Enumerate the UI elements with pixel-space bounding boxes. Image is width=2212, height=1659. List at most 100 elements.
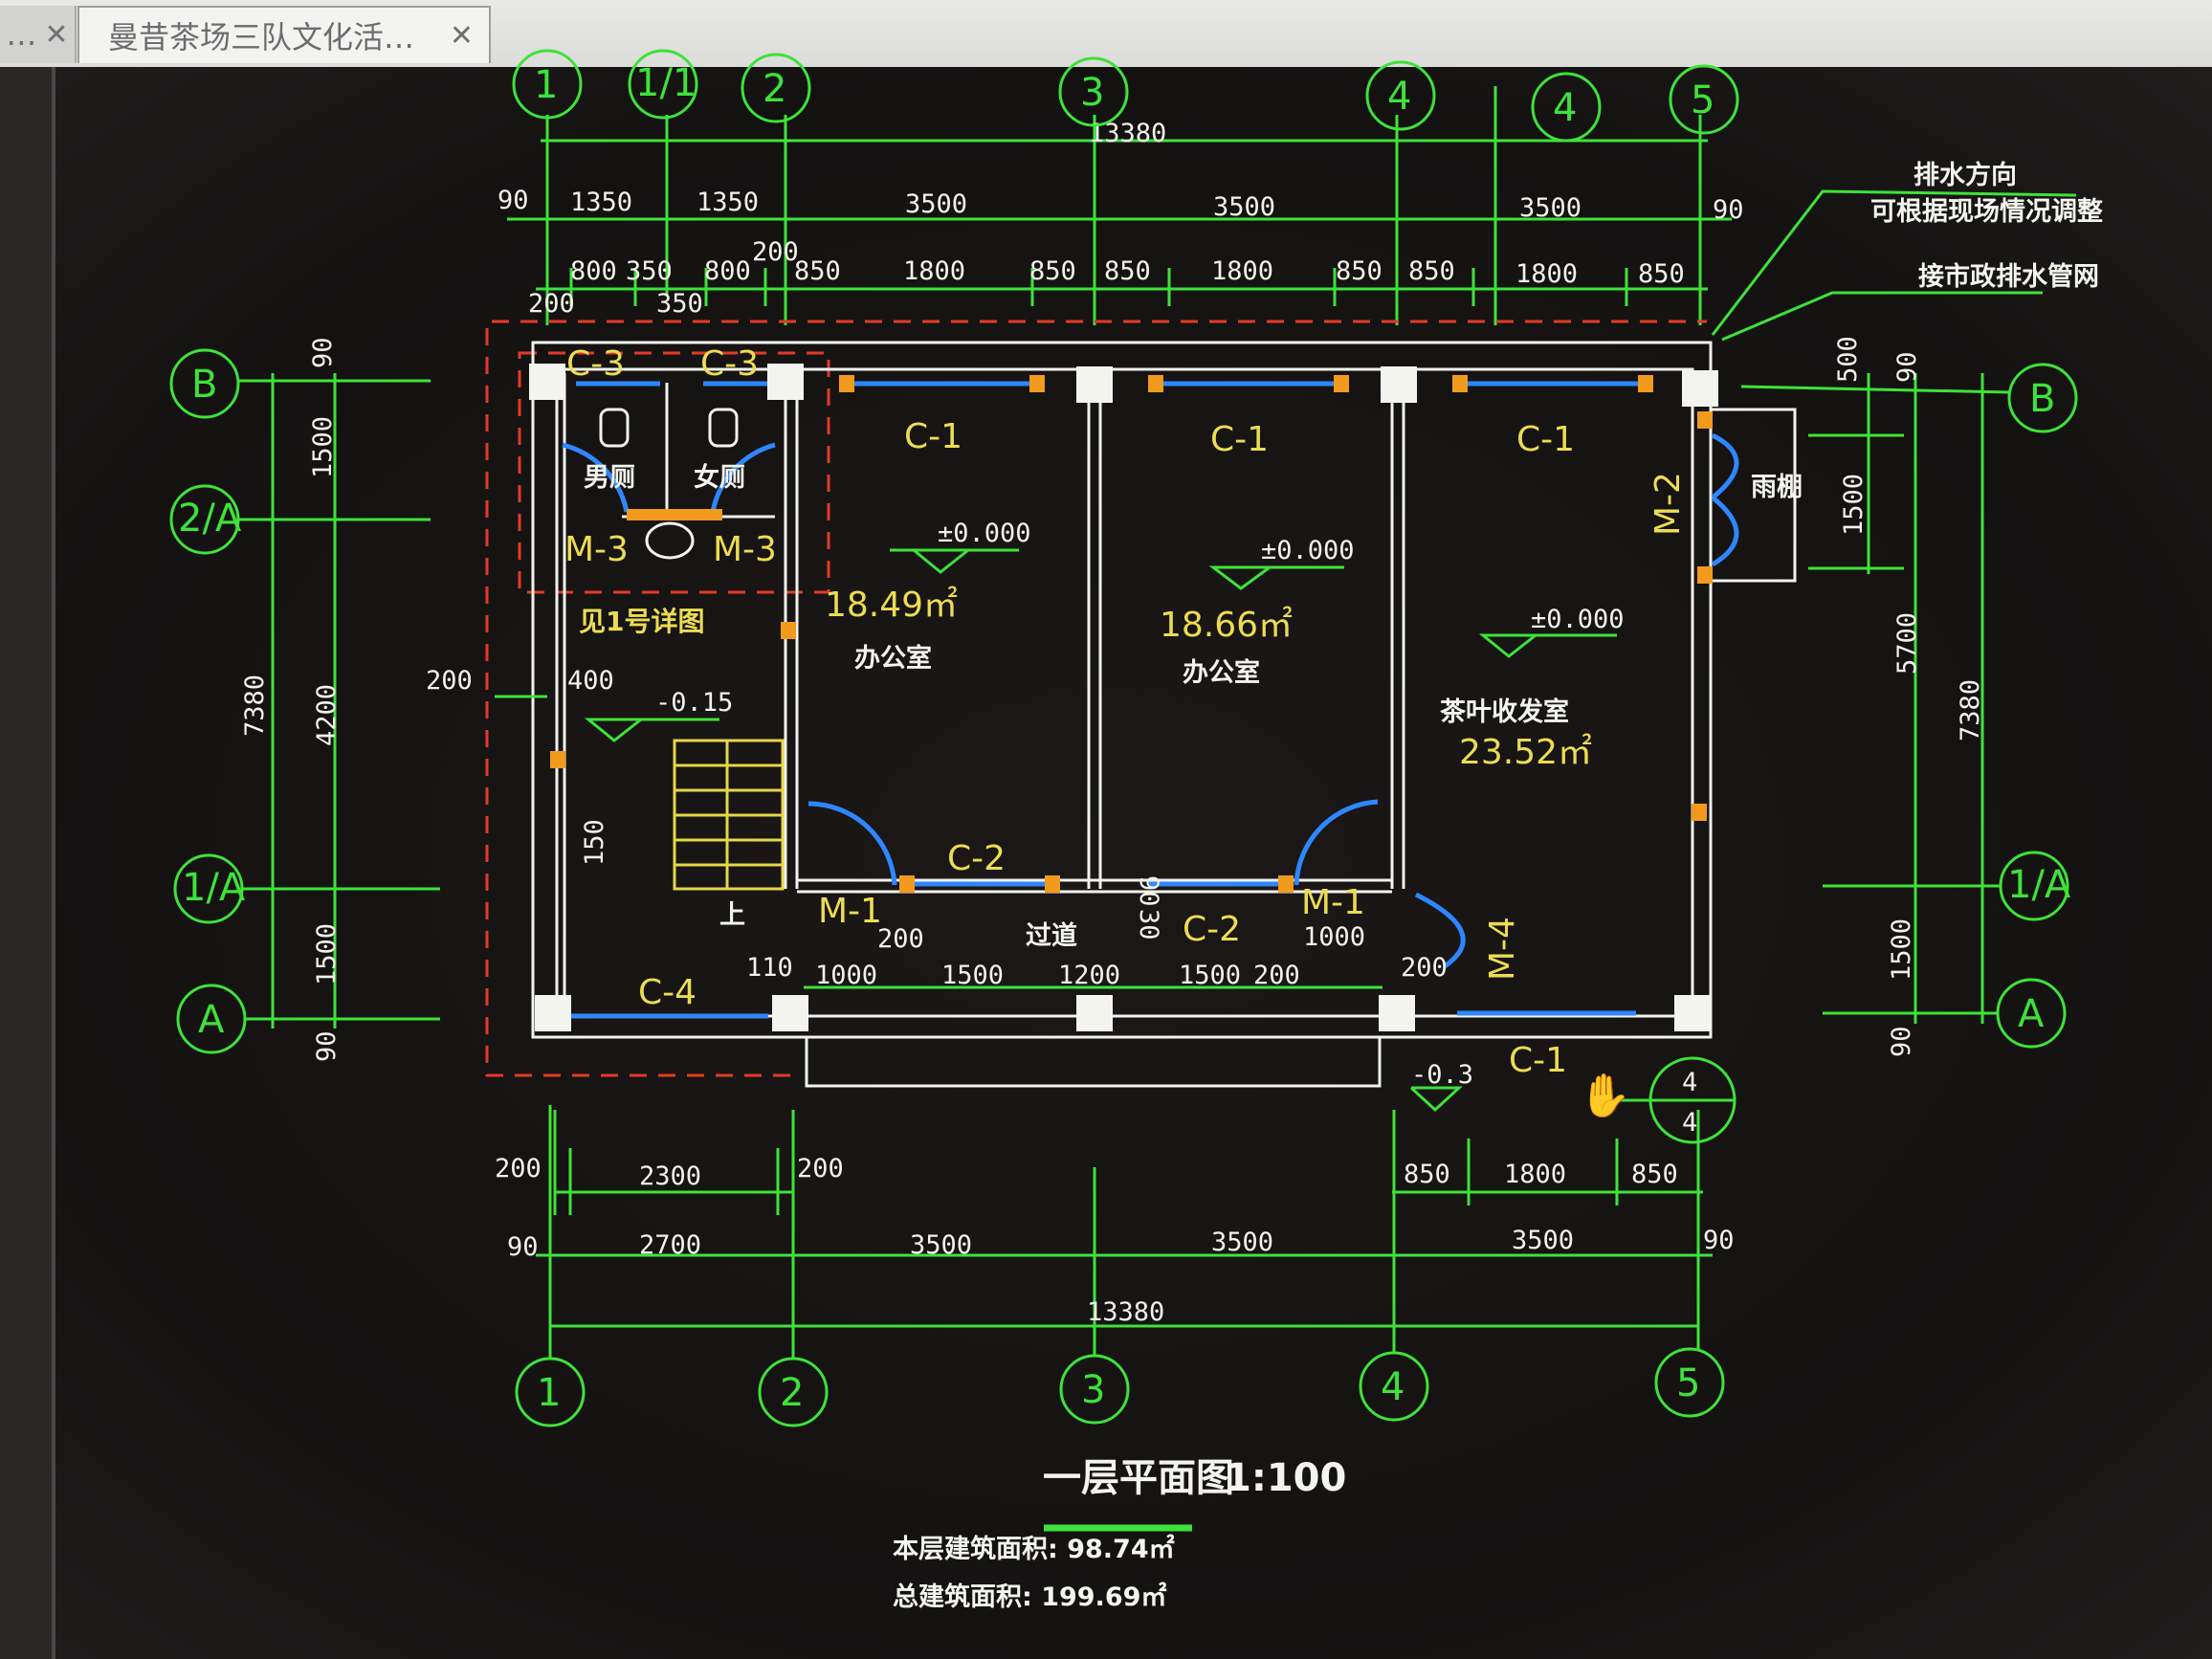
dim: 1800	[1515, 259, 1578, 289]
drawing-text: 4	[1553, 86, 1577, 130]
drawing-text: 3500	[1211, 1228, 1273, 1257]
drawing-canvas[interactable]	[0, 67, 2212, 1659]
room-labels: 男厕 女厕 办公室 办公室 茶叶收发室 过道 上 雨棚 见1号详图 18.49㎡…	[579, 462, 1803, 951]
staircase	[673, 739, 785, 891]
drawing-text: 4	[1381, 1365, 1405, 1409]
drawing-text: 女厕	[694, 462, 745, 493]
drawing-text: 1	[537, 1371, 561, 1415]
dim: 850	[1029, 256, 1076, 286]
drawing-text: 200	[1234, 939, 1281, 968]
hand-cursor-icon: ✋	[1579, 1072, 1631, 1120]
top-dimension-text: 13380 90 1350 1350 3500 3500 3500 90 800…	[498, 119, 1744, 319]
windows	[550, 375, 1713, 1019]
drawing-text: 30	[1134, 909, 1163, 940]
inner-dimensions: 200 400 110 1000 1500 1200 1500 200 200 …	[426, 666, 1448, 990]
drawing-text: 3500	[910, 1230, 972, 1260]
drawing-text: 3	[1081, 1368, 1105, 1412]
dim: 850	[794, 256, 841, 286]
drawing-text: 1500	[1887, 918, 1916, 981]
drawing-text: 上	[719, 900, 745, 930]
room-area: 23.52㎡	[1459, 732, 1592, 772]
drawing-text: 1500	[1179, 961, 1241, 990]
toilet-fixtures	[599, 408, 739, 560]
drawing-title: 一层平面图	[1043, 1456, 1234, 1500]
drawing-text: 850	[1404, 1160, 1450, 1189]
drawing-text: 4	[1387, 75, 1411, 119]
dim: 850	[1638, 259, 1685, 289]
drawing-text: 2	[763, 67, 786, 111]
dim: 90	[1713, 195, 1744, 225]
drawing-text: 90	[1703, 1226, 1735, 1255]
drawing-text: 90	[1134, 875, 1163, 907]
drawing-text: A	[2018, 992, 2045, 1036]
drawing-text: 90	[312, 1030, 342, 1062]
drawing-text: 雨棚	[1751, 473, 1803, 502]
tab-label: …	[6, 16, 37, 53]
tab-label: 曼昔茶场三队文化活…	[108, 19, 415, 55]
drawing-text: 5	[1676, 1361, 1700, 1405]
door-label: M-1	[818, 892, 882, 931]
tab-previous-drawing[interactable]: … ✕	[0, 6, 77, 63]
door-swings	[562, 432, 1739, 969]
drawing-text: 2/A	[178, 497, 242, 541]
drawing-text: 1	[534, 63, 558, 107]
detail-reference: 见1号详图	[579, 606, 704, 637]
floor-area-note: 本层建筑面积: 98.74㎡	[893, 1534, 1175, 1564]
drawing-text: 110	[746, 953, 793, 983]
drawing-text: 200	[1253, 961, 1300, 990]
window-label: C-1	[904, 417, 962, 456]
drawing-text: 200	[877, 924, 924, 954]
drawing-text: 5700	[1892, 612, 1922, 675]
drawing-text: 2	[780, 1371, 804, 1415]
tab-active-drawing[interactable]: 曼昔茶场三队文化活… ✕	[77, 6, 491, 63]
axis-bubbles-right: B 1/A A	[1740, 363, 2078, 1049]
dim: 1800	[903, 256, 965, 286]
drawing-text: 90	[308, 337, 338, 368]
door-label: M-4	[1483, 917, 1522, 981]
columns	[529, 364, 1718, 1031]
document-tab-bar: … ✕ 曼昔茶场三队文化活… ✕	[0, 0, 2212, 69]
drawing-text: 150	[580, 819, 609, 866]
drawing-title-block: 一层平面图 1:100 本层建筑面积: 98.74㎡ 总建筑面积: 199.69…	[893, 1456, 1346, 1612]
drawing-text: 1000	[815, 961, 877, 990]
window-label: C-1	[1210, 420, 1269, 459]
drawing-text: 200	[426, 666, 473, 696]
close-icon[interactable]: ✕	[44, 17, 69, 52]
drawing-text: B	[191, 363, 217, 407]
drawing-text: 200	[1401, 953, 1448, 983]
drawing-text: 1200	[1058, 961, 1120, 990]
dim: 850	[1336, 256, 1382, 286]
drawing-text: 850	[1631, 1160, 1678, 1189]
drawing-text: 7380	[1956, 679, 1985, 741]
drawing-text: 200	[495, 1154, 542, 1183]
drawing-text: 4	[1682, 1068, 1697, 1097]
drawing-text: B	[2029, 377, 2055, 421]
drawing-text: ±0.000	[1531, 605, 1625, 634]
window-label: C-1	[1516, 420, 1575, 459]
drawing-text: 可根据现场情况调整	[1870, 197, 2103, 227]
drawing-text: A	[198, 998, 225, 1042]
window-label: C-2	[947, 839, 1006, 878]
drawing-text: 办公室	[1183, 657, 1260, 688]
drainage-note: 排水方向 可根据现场情况调整 接市政排水管网	[1711, 160, 2103, 342]
canvas-left-edge	[0, 67, 55, 1659]
drawing-text: 2300	[639, 1161, 701, 1191]
axis-bubbles-bottom: 1 2 3 4 5	[515, 1105, 1725, 1427]
bottom-dimension-text: 200 2300 200 850 1800 850 90 2700 3500 3…	[495, 1154, 1735, 1327]
drawing-text: 7380	[240, 675, 270, 737]
red-dashed-detail-boundary	[485, 320, 1707, 1077]
detail-callout: 4 4	[1598, 1056, 1736, 1144]
drawing-text: 90	[507, 1232, 539, 1262]
drawing-text: 男厕	[584, 463, 635, 493]
room-area: 18.66㎡	[1160, 605, 1293, 645]
bottom-dimension-lines	[536, 1110, 1713, 1328]
drawing-text: ±0.000	[938, 519, 1031, 548]
drawing-text: 13380	[1087, 1297, 1164, 1327]
drawing-text: 接市政排水管网	[1918, 261, 2099, 292]
drawing-text: 1800	[1504, 1160, 1566, 1189]
window-label: C-3	[700, 344, 759, 384]
close-icon[interactable]: ✕	[449, 18, 474, 53]
window-labels: C-3 C-3 C-1 C-1 C-1 C-2 C-2 C-4 C-1	[566, 344, 1575, 1080]
left-dimensions: 90 1500 4200 1500 90 7380	[240, 337, 342, 1062]
